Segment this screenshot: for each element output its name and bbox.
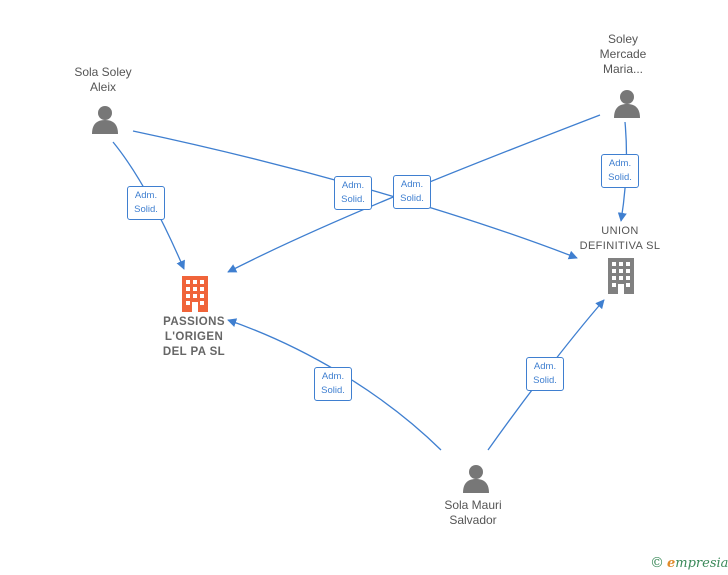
brand-logo-letter: e bbox=[667, 556, 676, 571]
badge-role-type: Solid. bbox=[341, 194, 365, 205]
badge-role: Adm. bbox=[608, 158, 632, 169]
building-icon[interactable] bbox=[606, 258, 636, 294]
edge-badge-sola-soley-passions[interactable]: Adm. Solid. bbox=[127, 186, 165, 220]
person-icon[interactable] bbox=[612, 88, 642, 118]
person-label-sola-soley[interactable]: Sola Soley Aleix bbox=[74, 65, 132, 94]
brand-name: mpresia bbox=[675, 556, 728, 571]
badge-role-type: Solid. bbox=[321, 385, 345, 396]
badge-role: Adm. bbox=[341, 180, 365, 191]
badge-role: Adm. bbox=[321, 371, 345, 382]
person-icon[interactable] bbox=[461, 463, 491, 493]
edge-badge-soley-mercade-union[interactable]: Adm. Solid. bbox=[601, 154, 639, 188]
person-label-sola-mauri[interactable]: Sola Mauri Salvador bbox=[444, 498, 502, 527]
badge-role: Adm. bbox=[134, 190, 158, 201]
badge-role-type: Solid. bbox=[134, 204, 158, 215]
building-icon[interactable] bbox=[180, 276, 210, 312]
copyright-symbol: © bbox=[650, 555, 664, 571]
person-icon[interactable] bbox=[90, 104, 120, 134]
edge-badge-sola-mauri-union[interactable]: Adm. Solid. bbox=[526, 357, 564, 391]
company-label-union[interactable]: UNION DEFINITIVA SL bbox=[579, 225, 661, 252]
edge-badge-sola-mauri-passions[interactable]: Adm. Solid. bbox=[314, 367, 352, 401]
badge-role-type: Solid. bbox=[400, 193, 424, 204]
badge-role-type: Solid. bbox=[533, 375, 557, 386]
badge-role: Adm. bbox=[400, 179, 424, 190]
edge-badge-soley-mercade-passions[interactable]: Adm. Solid. bbox=[393, 175, 431, 209]
badge-role-type: Solid. bbox=[608, 172, 632, 183]
company-label-passions[interactable]: PASSIONS L'ORIGEN DEL PA SL bbox=[162, 316, 226, 358]
edge-badge-sola-soley-union[interactable]: Adm. Solid. bbox=[334, 176, 372, 210]
badge-role: Adm. bbox=[533, 361, 557, 372]
person-label-soley-mercade[interactable]: Soley Mercade Maria... bbox=[599, 32, 647, 76]
brand-watermark: ©empresia bbox=[650, 555, 728, 571]
